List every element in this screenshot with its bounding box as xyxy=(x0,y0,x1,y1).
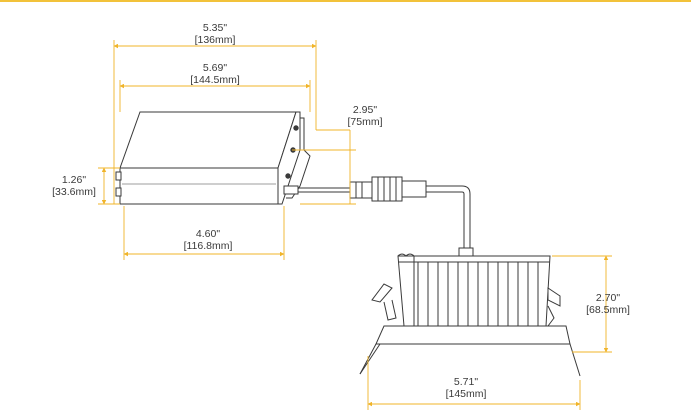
downlight-fixture xyxy=(359,247,581,377)
dim-top-width-mm: [136mm] xyxy=(194,34,236,46)
dim-top-width-inch: 5.35" xyxy=(202,22,228,34)
dim-fixture-height-mm: [68.5mm] xyxy=(586,304,630,316)
dim-box-height-mm: [33.6mm] xyxy=(52,186,96,198)
cable-connector xyxy=(298,176,471,252)
dim-label-base-width: 4.60" [116.8mm] xyxy=(170,228,246,252)
dim-fixture-width-mm: [145mm] xyxy=(445,388,487,400)
dim-fixture-width-inch: 5.71" xyxy=(453,376,479,388)
dim-base-width-inch: 4.60" xyxy=(195,228,221,240)
dim-base-width-mm: [116.8mm] xyxy=(183,240,233,252)
dim-box-width-inch: 5.69" xyxy=(202,62,228,74)
dim-label-box-width: 5.69" [144.5mm] xyxy=(175,62,255,86)
dim-label-top-width: 5.35" [136mm] xyxy=(180,22,250,46)
dim-label-box-height: 1.26" [33.6mm] xyxy=(44,174,104,198)
top-rule xyxy=(0,0,691,2)
dim-fixture-height-inch: 2.70" xyxy=(595,292,621,304)
dim-box-width-mm: [144.5mm] xyxy=(190,74,240,86)
dim-label-fixture-height: 2.70" [68.5mm] xyxy=(578,292,638,316)
dim-cable-length-inch: 2.95" xyxy=(352,104,378,116)
junction-box xyxy=(115,111,311,205)
dim-cable-length-mm: [75mm] xyxy=(347,116,383,128)
dimension-lines xyxy=(98,40,612,410)
dim-label-fixture-width: 5.71" [145mm] xyxy=(436,376,496,400)
dim-box-height-inch: 1.26" xyxy=(61,174,87,186)
dim-label-cable-length: 2.95" [75mm] xyxy=(338,104,392,128)
